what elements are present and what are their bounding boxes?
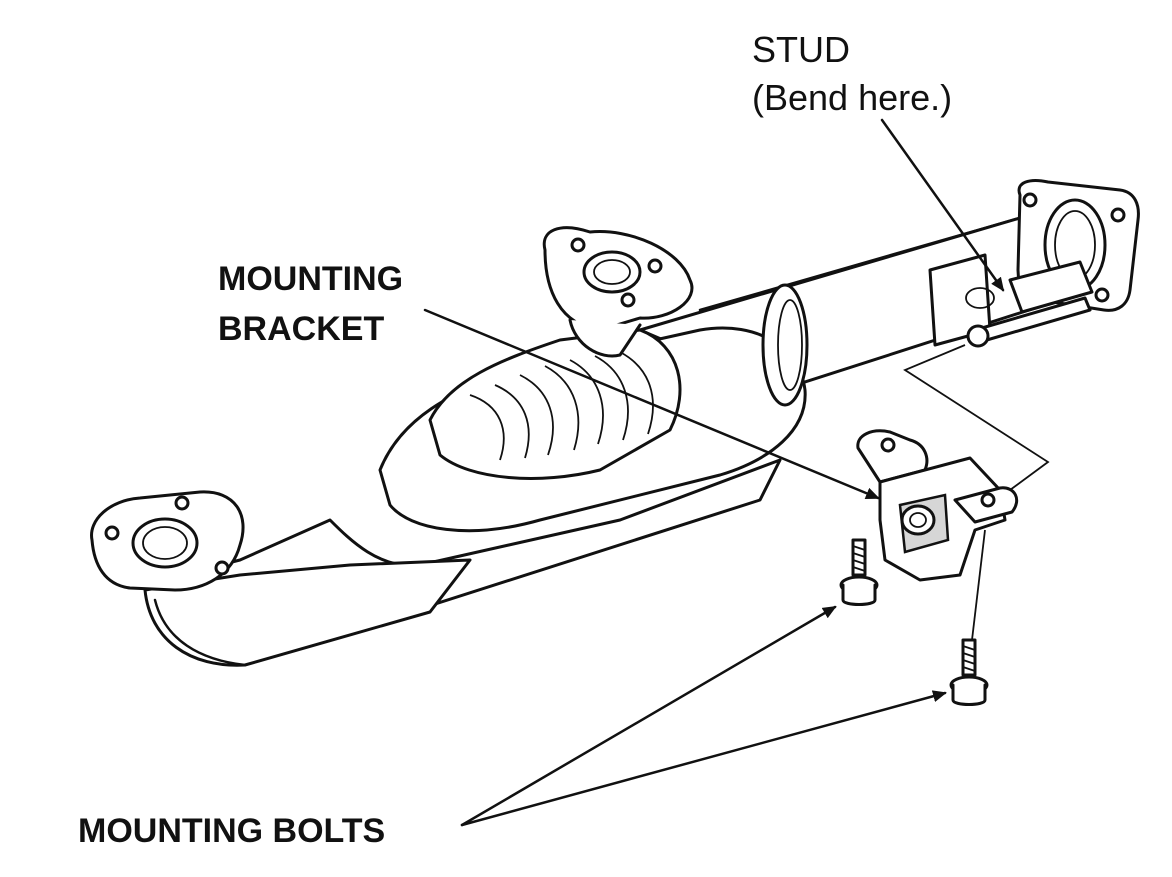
stud-note-label: (Bend here.) bbox=[752, 77, 952, 118]
bolts-label: MOUNTING BOLTS bbox=[78, 812, 385, 850]
mounting-bolt-left bbox=[839, 538, 879, 606]
bracket-leader-arrow bbox=[423, 308, 880, 500]
mounting-bolt-right bbox=[949, 638, 989, 706]
bracket-label-line1: MOUNTING bbox=[218, 260, 403, 298]
bolts-leader-arrow-right bbox=[460, 690, 947, 827]
exhaust-pipe bbox=[90, 179, 1140, 667]
stud-leader-arrow bbox=[880, 118, 1005, 292]
bracket-label-line2: BRACKET bbox=[218, 310, 384, 348]
stud-to-bracket-line bbox=[903, 344, 1050, 491]
mounting-bracket bbox=[856, 429, 1019, 582]
bolt-alignment-line bbox=[971, 529, 986, 641]
bolts-leader-arrow-left bbox=[460, 605, 837, 827]
stud-label: STUD bbox=[752, 29, 850, 70]
